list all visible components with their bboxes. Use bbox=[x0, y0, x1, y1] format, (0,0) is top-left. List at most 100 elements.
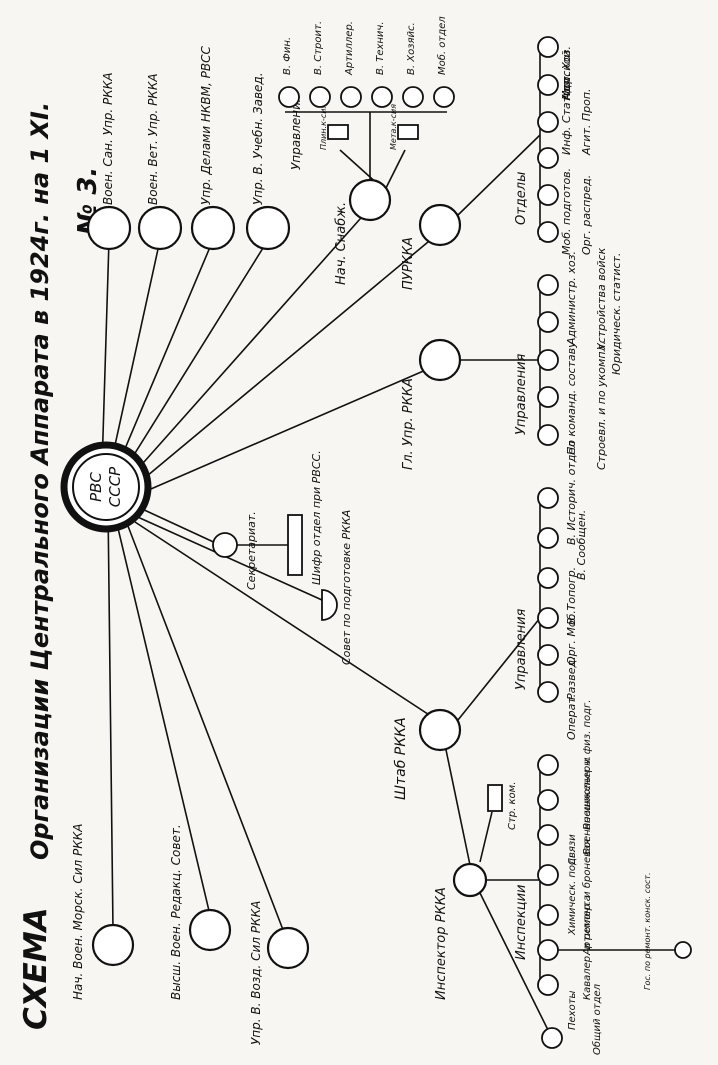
label-himich: Химическ. подг. bbox=[567, 850, 578, 936]
label-v-fin: В. Фин. bbox=[282, 37, 293, 75]
label-org-raspred: Орг. распред. bbox=[580, 175, 593, 255]
node-v-stroit bbox=[309, 86, 331, 108]
box-meta bbox=[397, 124, 419, 140]
title-prefix: СХЕМА bbox=[18, 907, 54, 1030]
node-morskoi bbox=[537, 74, 559, 96]
label-kaval: Кавалер. и ремонта bbox=[582, 895, 593, 1000]
label-vyssh-red: Высш. Воен. Редакц. Совет. bbox=[169, 824, 183, 1000]
label-v-istorich: В. Историч. отдел bbox=[565, 441, 578, 545]
node-vneshk bbox=[537, 754, 559, 776]
connector-lines bbox=[101, 149, 493, 936]
node-v-tehnich bbox=[371, 86, 393, 108]
node-admin-hoz bbox=[537, 274, 559, 296]
node-v-fin bbox=[278, 86, 300, 108]
node-v-hozyais bbox=[402, 86, 424, 108]
box-shifr bbox=[287, 514, 303, 576]
top-right-group: Воен. Сан. Упр. РККА Воен. Вет. Упр. РКК… bbox=[86, 46, 291, 251]
node-pur bbox=[418, 203, 462, 247]
center-line1: РВС bbox=[87, 472, 105, 502]
node-vozd-sil bbox=[266, 926, 310, 970]
node-stroevl bbox=[537, 424, 559, 446]
label-secretariat: Секретариат. bbox=[245, 511, 258, 590]
label-po-komand: По команд. составу bbox=[565, 341, 578, 455]
label-inzhen: Военно-инженерн. bbox=[582, 756, 593, 855]
node-yurid bbox=[537, 349, 559, 371]
node-org-mob bbox=[537, 607, 559, 629]
label-pur: ПУРККА bbox=[401, 237, 416, 290]
label-box-plin: Плин.к-сия bbox=[319, 104, 328, 150]
label-org-mob: Орг. Моб. bbox=[565, 610, 578, 665]
node-shtab bbox=[418, 708, 462, 752]
node-adm-hoz bbox=[537, 36, 559, 58]
label-admin-hoz: Администр. хоз. bbox=[565, 251, 578, 346]
node-nach-morsk bbox=[91, 923, 135, 967]
node-nach-snab bbox=[348, 178, 392, 222]
node-v-soobsh bbox=[537, 527, 559, 549]
label-v-topogr: В. Топогр. bbox=[565, 567, 578, 625]
center-line2: СССР bbox=[106, 466, 124, 507]
node-vet-upr bbox=[137, 205, 183, 251]
label-str-kom: Стр. ком. bbox=[507, 782, 518, 830]
label-gos-remont: Гос. по ремонт. конск. сост. bbox=[643, 872, 652, 990]
node-gos-remont bbox=[674, 941, 692, 959]
label-uchebn-zaved: Упр. В. Учебн. Завед. bbox=[251, 72, 265, 205]
label-vet-upr: Воен. Вет. Упр. РККА bbox=[146, 73, 160, 205]
top-left-group: Нач. Воен. Морск. Сил РККА Высш. Воен. Р… bbox=[71, 824, 310, 1045]
label-inspektor: Инспектор РККА bbox=[434, 887, 449, 1000]
node-org-raspred bbox=[537, 221, 559, 243]
node-svyazi bbox=[537, 824, 559, 846]
label-mob-podg: Моб. подготов. bbox=[560, 168, 573, 255]
node-artiller bbox=[340, 86, 362, 108]
label-sovet: Совет по подготовке РККА bbox=[340, 510, 353, 665]
label-obshii-otdel: Общий отдел bbox=[591, 983, 603, 1055]
title-main: Организации Центрального Аппарата в 1924… bbox=[26, 102, 54, 860]
node-artil-bron bbox=[537, 904, 559, 926]
gl-upr-cluster: Гл. Упр. РККА Управления Администр. хоз.… bbox=[401, 247, 623, 470]
node-agit-prop bbox=[537, 147, 559, 169]
label-v-stroit: В. Строит. bbox=[313, 21, 324, 75]
nach-snab-group-label: Управления bbox=[289, 95, 303, 170]
label-nach-snab: Нач. Снабж. bbox=[334, 202, 349, 285]
label-upr-delami: Упр. Делами НКВМ, РВСС bbox=[199, 46, 213, 205]
box-plin bbox=[327, 124, 349, 140]
shtab-cluster: Штаб РККА Управления В. Историч. отдел В… bbox=[393, 441, 588, 800]
label-v-soobsh: В. Сообщен. bbox=[575, 510, 588, 580]
label-pehoty: Пехоты bbox=[567, 990, 578, 1030]
label-inf-stat: Инф. Статист. bbox=[560, 73, 573, 155]
gl-upr-group-label: Управления bbox=[514, 353, 529, 435]
node-uchebn-zaved bbox=[245, 205, 291, 251]
label-nach-morsk: Нач. Воен. Морск. Сил РККА bbox=[71, 824, 85, 1000]
node-ustroistva bbox=[537, 311, 559, 333]
center-node: РВС СССР bbox=[60, 441, 152, 533]
sovet-cluster: Совет по подготовке РККА bbox=[321, 510, 353, 665]
nach-snab-cluster: Нач. Снабж. Плин.к-сия Мета.к-сия Управл… bbox=[278, 16, 455, 285]
node-san-upr bbox=[86, 205, 132, 251]
secretariat-cluster: Секретариат. Шифр отдел при РВСС. bbox=[212, 450, 323, 590]
label-shifr: Шифр отдел при РВСС. bbox=[310, 450, 323, 585]
inspektor-cluster: Инспектор РККА Стр. ком. Инспекции Внешк… bbox=[434, 700, 692, 1055]
node-v-topogr bbox=[537, 567, 559, 589]
label-morskoi: Морской bbox=[560, 50, 573, 100]
node-mob-podg bbox=[537, 184, 559, 206]
label-svyazi: Связи bbox=[567, 834, 578, 865]
node-inspektor bbox=[452, 862, 488, 898]
label-razved: Развед. bbox=[565, 656, 578, 700]
label-vneshk: Внешкольн. и физ. подг. bbox=[582, 700, 593, 830]
node-pehoty bbox=[537, 974, 559, 996]
label-yurid: Юридическ. статист. bbox=[610, 253, 623, 375]
label-vozd-sil: Упр. В. Возд. Сил РККА bbox=[249, 901, 263, 1045]
node-vyssh-red bbox=[188, 908, 232, 952]
label-v-hozyais: В. Хозяйс. bbox=[406, 22, 417, 75]
label-operat: Операт. bbox=[565, 694, 578, 740]
label-artiller: Артиллер. bbox=[344, 21, 355, 76]
node-mob-otdel bbox=[433, 86, 455, 108]
label-gl-upr: Гл. Упр. РККА bbox=[401, 378, 416, 470]
node-gl-upr bbox=[418, 338, 462, 382]
pur-group-label: Отделы bbox=[514, 172, 529, 225]
label-adm-hoz: Адм. Хоз. bbox=[560, 46, 573, 101]
shtab-group-label: Управления bbox=[514, 608, 529, 690]
node-upr-delami bbox=[190, 205, 236, 251]
node-operat bbox=[537, 681, 559, 703]
label-ustroistva: Устройства войск bbox=[595, 247, 608, 350]
